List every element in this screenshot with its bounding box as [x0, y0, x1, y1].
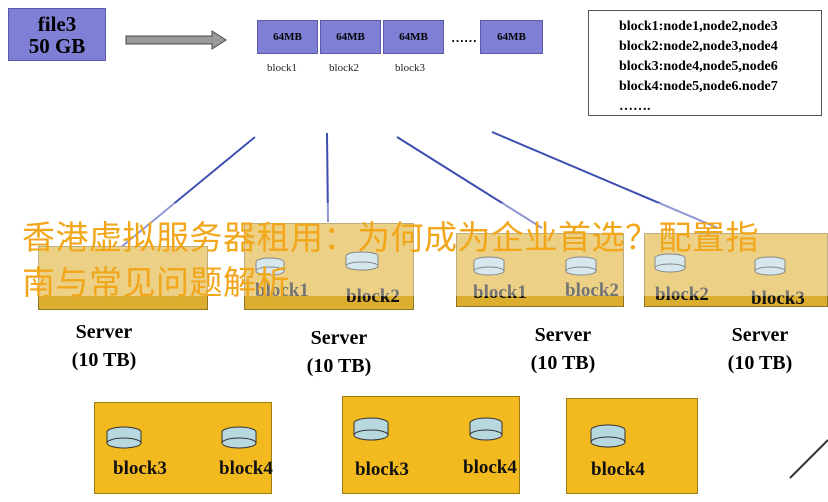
banner-title: 香港虚拟服务器租用：为何成为企业首选？配置指 — [22, 218, 759, 257]
block-chip: 64MB — [383, 20, 444, 54]
distribution-line — [789, 439, 828, 479]
disk-icon — [345, 251, 379, 271]
server-label: Server (10 TB) — [44, 318, 164, 374]
block-label: block4 — [463, 457, 517, 478]
block-label: block2 — [655, 284, 709, 305]
block-chip: 64MB — [480, 20, 543, 54]
file-name: file3 — [37, 12, 77, 36]
server-name: Server — [534, 324, 592, 346]
block-label: block3 — [355, 459, 409, 480]
block-size: 64MB — [497, 31, 526, 43]
server-capacity: (10 TB) — [71, 349, 137, 371]
block-chip: 64MB — [257, 20, 318, 54]
disk-icon — [590, 424, 626, 448]
banner-overlay — [0, 203, 828, 296]
distribution-line — [491, 131, 719, 229]
banner-title-continued: 南与常见问题解析 — [22, 263, 290, 302]
mapping-line: ……. — [619, 99, 651, 114]
block-size: 64MB — [336, 31, 365, 43]
mapping-line: block2:node2,node3,node4 — [619, 39, 778, 54]
mapping-line: block4:node5,node6.node7 — [619, 79, 778, 94]
server-node: block3 block4 — [342, 396, 520, 494]
block-label: block3 — [395, 62, 425, 74]
server-capacity: (10 TB) — [306, 355, 372, 377]
server-name: Server — [75, 321, 133, 343]
disk-icon — [473, 256, 505, 276]
distribution-line — [326, 132, 329, 223]
block-label: block2 — [565, 280, 619, 301]
disk-icon — [106, 426, 142, 449]
block-label: block1 — [255, 280, 309, 301]
block-label: block1 — [267, 62, 297, 74]
server-node — [38, 246, 208, 310]
mapping-line: block3:node4,node5,node6 — [619, 59, 778, 74]
server-name: Server — [310, 327, 368, 349]
block-label: block3 — [751, 288, 805, 309]
block-chip: 64MB — [320, 20, 381, 54]
mapping-line: block1:node1,node2,node3 — [619, 19, 778, 34]
server-label: Server (10 TB) — [700, 321, 820, 377]
server-capacity: (10 TB) — [727, 352, 793, 374]
block-size: 64MB — [399, 31, 428, 43]
file-box: file3 50 GB — [8, 8, 106, 61]
block-mapping-box: block1:node1,node2,node3 block2:node2,no… — [588, 10, 822, 116]
disk-icon — [565, 256, 597, 276]
server-label: Server (10 TB) — [503, 321, 623, 377]
block-label: block2 — [346, 286, 400, 307]
block-size: 64MB — [273, 31, 302, 43]
disk-icon — [353, 417, 389, 441]
block-label: block1 — [473, 282, 527, 303]
disk-icon — [255, 257, 285, 276]
server-name: Server — [731, 324, 789, 346]
disk-icon — [754, 256, 786, 276]
block-label: block3 — [113, 458, 167, 479]
server-node: block4 — [566, 398, 698, 494]
disk-icon — [221, 426, 257, 449]
distribution-line — [119, 136, 256, 249]
server-capacity: (10 TB) — [530, 352, 596, 374]
ellipsis: …… — [451, 30, 477, 45]
disk-icon — [469, 417, 503, 441]
file-size: 50 GB — [28, 34, 86, 58]
block-label: block4 — [591, 459, 645, 480]
disk-icon — [654, 253, 686, 273]
distribution-line — [396, 136, 543, 229]
split-arrow-icon — [125, 30, 227, 50]
block-label: block4 — [219, 458, 273, 479]
block-label: block2 — [329, 62, 359, 74]
server-label: Server (10 TB) — [279, 324, 399, 380]
